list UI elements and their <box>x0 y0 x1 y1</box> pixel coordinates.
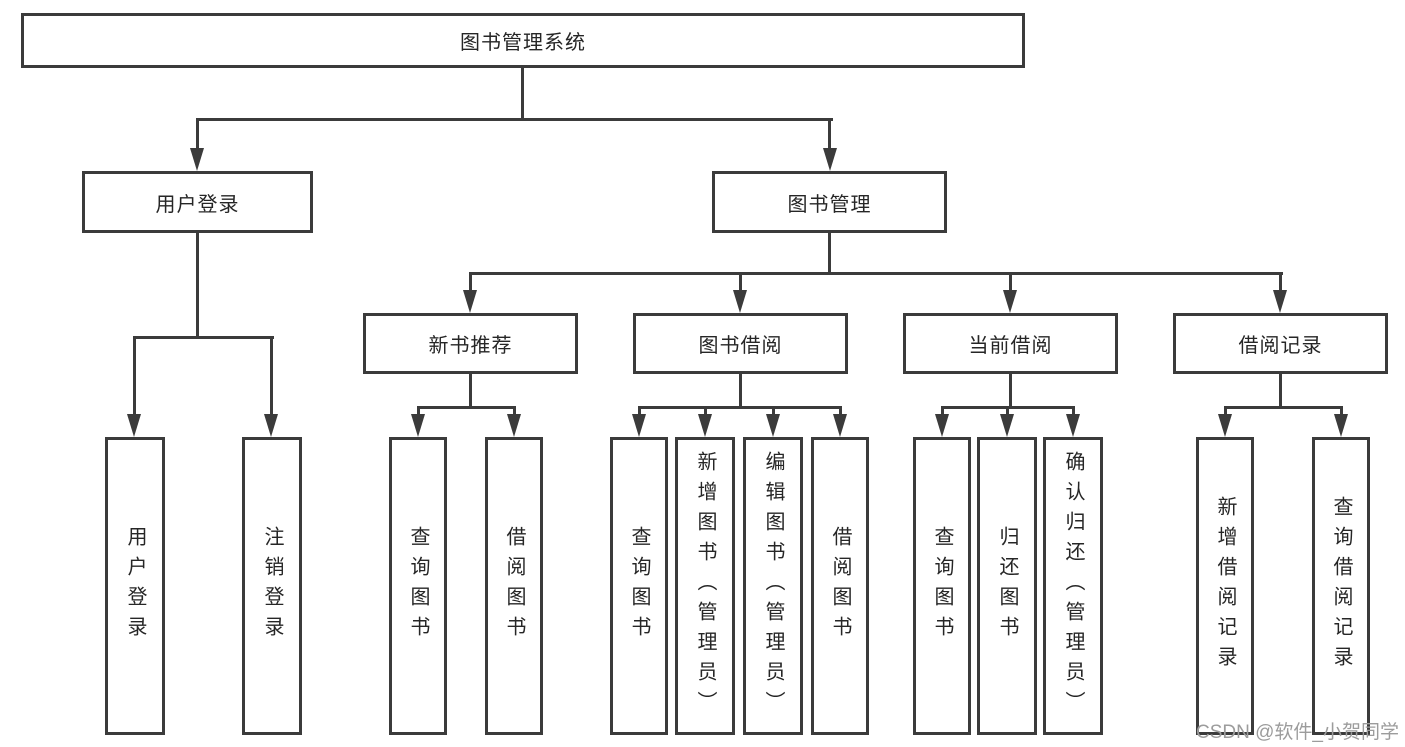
arrow-down-icon <box>833 414 847 437</box>
leaf-add-books-admin: 新增图书（管理员） <box>675 437 735 735</box>
connector-line <box>739 272 742 292</box>
node-label: 借阅图书 <box>829 526 851 646</box>
connector-line <box>828 233 831 275</box>
connector-line <box>1224 406 1227 416</box>
connector-line <box>638 406 842 409</box>
arrow-down-icon <box>823 148 837 171</box>
connector-line <box>133 336 274 339</box>
arrow-down-icon <box>1334 414 1348 437</box>
connector-line <box>941 406 944 416</box>
leaf-user-login: 用户登录 <box>105 437 165 735</box>
node-label: 查询图书 <box>931 526 953 646</box>
connector-line <box>417 406 516 409</box>
node-label: 用户登录 <box>124 526 146 646</box>
connector-line <box>1279 272 1282 292</box>
node-label: 新书推荐 <box>428 335 513 357</box>
connector-line <box>469 374 472 409</box>
arrow-down-icon <box>935 414 949 437</box>
node-label: 查询图书 <box>628 526 650 646</box>
leaf-borrow-books: 借阅图书 <box>811 437 869 735</box>
arrow-down-icon <box>766 414 780 437</box>
leaf-query-books-recommend: 查询图书 <box>389 437 447 735</box>
node-label: 当前借阅 <box>968 335 1053 357</box>
arrow-down-icon <box>1066 414 1080 437</box>
connector-line <box>1279 374 1282 409</box>
arrow-down-icon <box>698 414 712 437</box>
connector-line <box>196 118 199 150</box>
leaf-return-books: 归还图书 <box>977 437 1037 735</box>
connector-line <box>1224 406 1343 409</box>
arrow-down-icon <box>1273 290 1287 313</box>
connector-line <box>270 336 273 414</box>
arrow-down-icon <box>264 414 278 437</box>
arrow-down-icon <box>1003 290 1017 313</box>
leaf-query-books-borrowing: 查询图书 <box>610 437 668 735</box>
node-label: 编辑图书（管理员） <box>762 451 784 721</box>
connector-line <box>417 406 420 416</box>
arrow-down-icon <box>1000 414 1014 437</box>
node-label: 新增图书（管理员） <box>694 451 716 721</box>
arrow-down-icon <box>190 148 204 171</box>
node-user-login: 用户登录 <box>82 171 313 233</box>
arrow-down-icon <box>733 290 747 313</box>
node-book-borrowing: 图书借阅 <box>633 313 848 374</box>
leaf-query-borrow-record: 查询借阅记录 <box>1312 437 1370 735</box>
connector-line <box>1009 272 1012 292</box>
connector-line <box>469 272 472 292</box>
csdn-watermark: CSDN @软件_小贺同学 <box>1196 722 1399 743</box>
node-label: 图书借阅 <box>698 335 783 357</box>
node-borrowing-records: 借阅记录 <box>1173 313 1388 374</box>
node-book-management: 图书管理 <box>712 171 947 233</box>
arrow-down-icon <box>127 414 141 437</box>
connector-line <box>1009 374 1012 409</box>
connector-line <box>133 336 136 414</box>
arrow-down-icon <box>1218 414 1232 437</box>
connector-line <box>638 406 641 416</box>
connector-line <box>1072 406 1075 416</box>
leaf-borrow-books-recommend: 借阅图书 <box>485 437 543 735</box>
arrow-down-icon <box>632 414 646 437</box>
connector-line <box>196 118 833 121</box>
node-label: 图书管理系统 <box>460 32 586 54</box>
connector-line <box>196 233 199 339</box>
connector-line <box>521 68 524 118</box>
leaf-logout: 注销登录 <box>242 437 302 735</box>
node-label: 查询借阅记录 <box>1330 496 1352 676</box>
node-label: 确认归还（管理员） <box>1062 451 1084 721</box>
connector-line <box>1340 406 1343 416</box>
node-label: 借阅记录 <box>1238 335 1323 357</box>
connector-line <box>704 406 707 416</box>
connector-line <box>828 118 831 150</box>
node-label: 注销登录 <box>261 526 283 646</box>
node-label: 用户登录 <box>155 193 240 216</box>
node-label: 图书管理 <box>787 193 872 216</box>
arrow-down-icon <box>507 414 521 437</box>
node-label: 查询图书 <box>407 526 429 646</box>
connector-line <box>772 406 775 416</box>
node-root-library-management-system: 图书管理系统 <box>21 13 1025 68</box>
node-label: 借阅图书 <box>503 526 525 646</box>
leaf-query-books-current: 查询图书 <box>913 437 971 735</box>
arrow-down-icon <box>463 290 477 313</box>
connector-line <box>739 374 742 409</box>
connector-line <box>1006 406 1009 416</box>
leaf-edit-books-admin: 编辑图书（管理员） <box>743 437 803 735</box>
connector-line <box>839 406 842 416</box>
connector-line <box>513 406 516 416</box>
node-new-book-recommendation: 新书推荐 <box>363 313 578 374</box>
connector-line <box>469 272 1283 275</box>
node-label: 新增借阅记录 <box>1214 496 1236 676</box>
leaf-add-borrow-record: 新增借阅记录 <box>1196 437 1254 735</box>
leaf-confirm-return-admin: 确认归还（管理员） <box>1043 437 1103 735</box>
node-label: 归还图书 <box>996 526 1018 646</box>
arrow-down-icon <box>411 414 425 437</box>
node-current-borrowing: 当前借阅 <box>903 313 1118 374</box>
